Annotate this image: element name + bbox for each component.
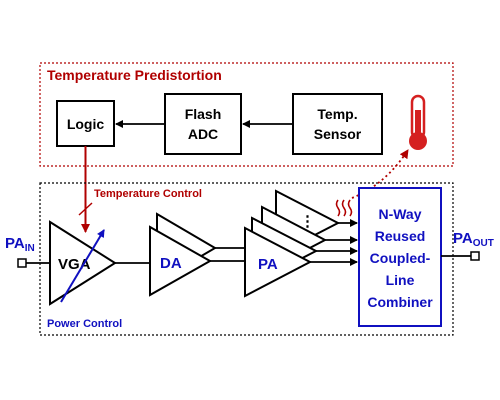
combiner-block [358,187,442,327]
pa-amplifier-front [244,226,313,298]
vga-variable-arrow [60,229,105,303]
pa-label: PA [258,256,278,273]
pa-stack-dots: ⋮ [300,213,315,230]
temperature-predistortion-box [39,62,454,167]
da-label: DA [160,255,182,272]
vga-amplifier [49,220,117,306]
combiner-label-line1: N-Way [378,206,421,222]
flash-adc-label-line1: Flash [185,106,222,122]
temp-sensor-label-line2: Sensor [314,126,362,142]
combiner-label-line3: Coupled- [370,250,431,266]
pa-in-sub: IN [25,243,35,254]
pa-out-main: PA [453,230,473,247]
pa-out-port [470,251,480,261]
combiner-label-line4: Line [386,272,415,288]
temp-sensor-block [292,93,383,155]
pa-in-main: PA [5,235,25,252]
pa-out-sub: OUT [473,238,494,249]
temperature-predistortion-title: Temperature Predistortion [47,67,222,83]
pa-in-label: PAIN [5,235,35,254]
pa-in-port [17,258,27,268]
temperature-control-label: Temperature Control [94,188,202,200]
flash-adc-label-line2: ADC [188,126,218,142]
pa-out-label: PAOUT [453,230,494,249]
combiner-label-line2: Reused [375,228,426,244]
flash-adc-block [164,93,242,155]
heat-wave-icon [335,199,353,217]
da-amplifier-front [149,225,213,297]
power-control-label: Power Control [47,318,122,330]
logic-label: Logic [67,116,105,132]
temperature-control-bus-slash [78,202,93,216]
temp-sensor-label-line1: Temp. [317,106,357,122]
thermometer-icon [409,94,427,150]
logic-block [56,100,115,147]
amplifier-chain-box [39,182,454,336]
vga-label: VGA [58,256,91,273]
combiner-label-line5: Combiner [367,294,433,310]
